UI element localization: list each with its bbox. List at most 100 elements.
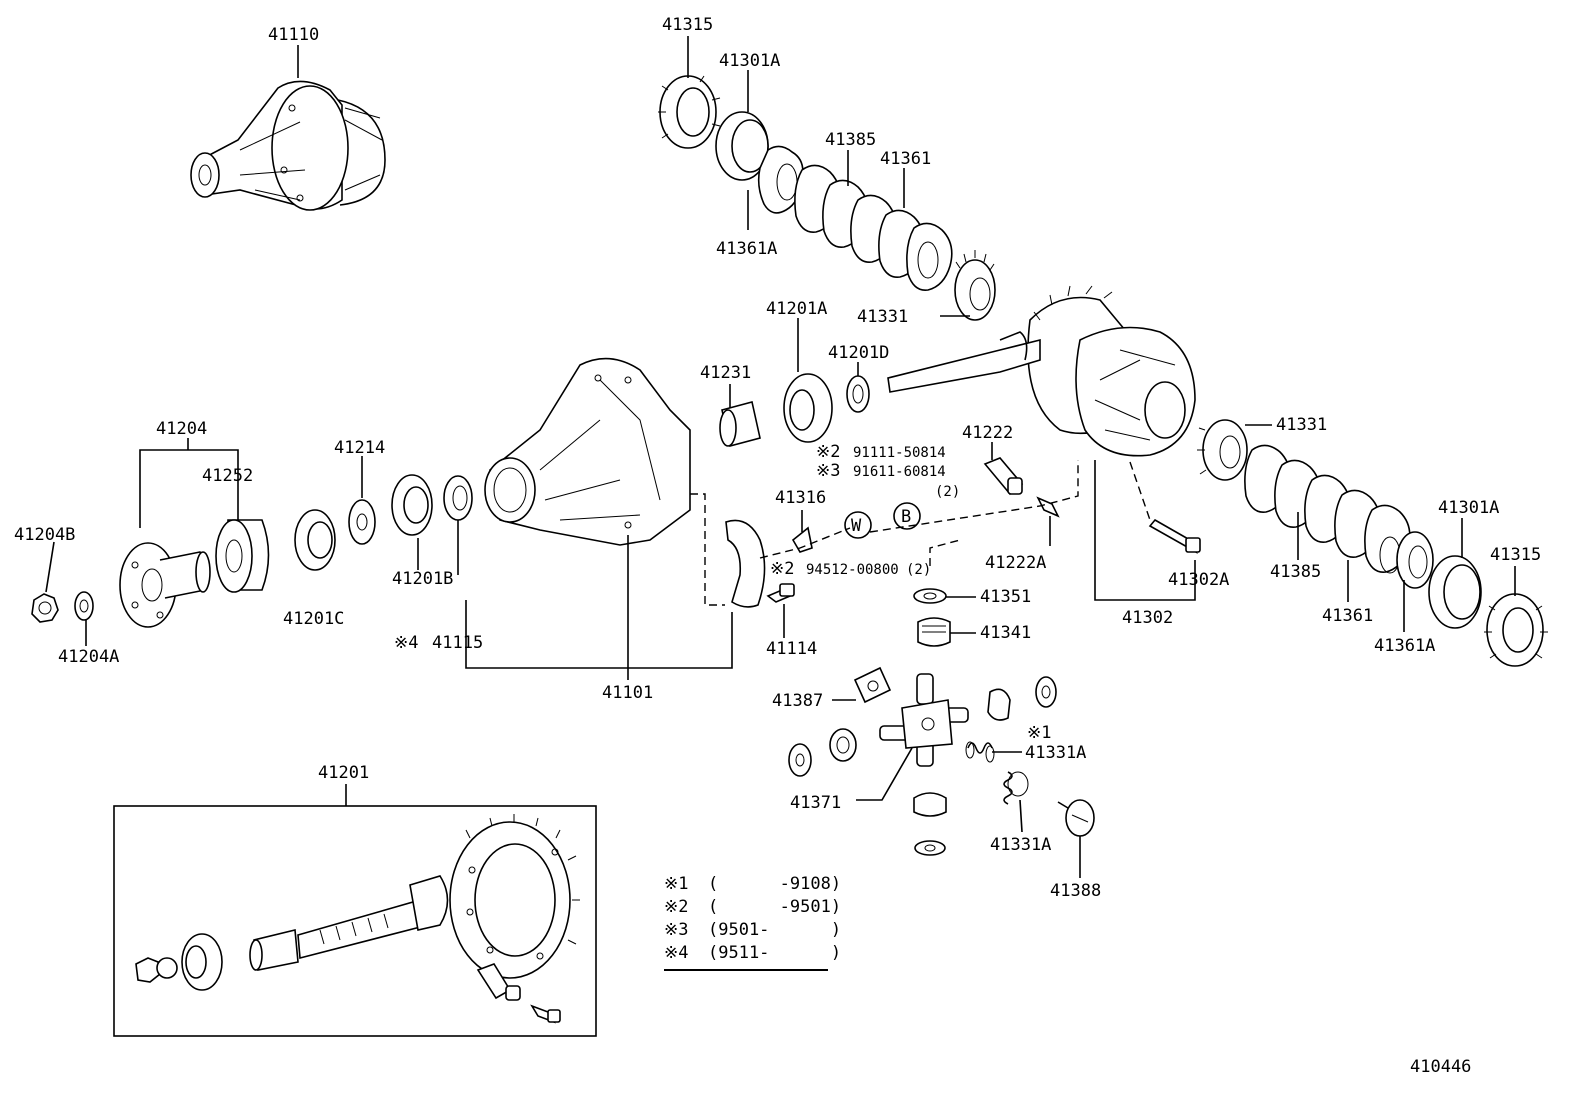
pinion-lower bbox=[913, 792, 947, 817]
label-41331-right: 41331 bbox=[1276, 415, 1327, 435]
mark-w bbox=[844, 511, 872, 539]
washer-lower bbox=[914, 840, 946, 856]
note-4-mark: ※4 bbox=[394, 633, 418, 653]
label-41222A: 41222A bbox=[985, 553, 1046, 573]
label-41204: 41204 bbox=[156, 419, 207, 439]
label-41316: 41316 bbox=[775, 488, 826, 508]
label-41302A: 41302A bbox=[1168, 570, 1229, 590]
mark-b-letter: B bbox=[901, 507, 911, 527]
legend-range-4: (9511- ) bbox=[708, 943, 841, 963]
label-41204A: 41204A bbox=[58, 647, 119, 667]
bolt-41222A bbox=[1036, 496, 1060, 518]
label-41351: 41351 bbox=[980, 587, 1031, 607]
label-41201D: 41201D bbox=[828, 343, 889, 363]
label-41361A-right: 41361A bbox=[1374, 636, 1435, 656]
spider-41371 bbox=[879, 673, 969, 767]
label-41331A-a: 41331A bbox=[1025, 743, 1086, 763]
label-41252: 41252 bbox=[202, 466, 253, 486]
spacer-41214 bbox=[348, 499, 376, 545]
differential-case-41302 bbox=[887, 285, 1196, 457]
label-41331-top: 41331 bbox=[857, 307, 908, 327]
label-41231: 41231 bbox=[700, 363, 751, 383]
seal-41115 bbox=[443, 475, 473, 521]
label-41385-right: 41385 bbox=[1270, 562, 1321, 582]
lock-41316 bbox=[791, 526, 813, 553]
pinion-41341 bbox=[917, 617, 951, 647]
label-41222: 41222 bbox=[962, 423, 1013, 443]
bearing-race-41301A-top bbox=[715, 111, 769, 181]
legend-mark-4: ※4 bbox=[664, 943, 688, 963]
spring-41331A-b bbox=[1003, 771, 1029, 805]
nut-41204B bbox=[31, 593, 59, 623]
seal-41201C bbox=[294, 509, 336, 571]
legend-range-2: ( -9501) bbox=[708, 897, 841, 917]
note-2b-qty: (2) bbox=[906, 562, 931, 578]
bearing-41315-right bbox=[1484, 593, 1548, 667]
note-3a-part: 91611-60814 bbox=[853, 464, 946, 480]
shim-41201D bbox=[846, 375, 870, 413]
washer-41351 bbox=[913, 588, 947, 604]
label-41201: 41201 bbox=[318, 763, 369, 783]
bearing-cap bbox=[725, 519, 766, 608]
label-41361-top: 41361 bbox=[880, 149, 931, 169]
clutch-plates-top bbox=[757, 145, 953, 291]
part-labels: 41110 41315 41301A 41385 41361 41361A 41… bbox=[14, 15, 1541, 1077]
note-1-mark: ※1 bbox=[1027, 723, 1051, 743]
label-41331A-b: 41331A bbox=[990, 835, 1051, 855]
bearing-41315-top bbox=[658, 75, 721, 149]
sensor-41222 bbox=[983, 457, 1024, 496]
legend-mark-2: ※2 bbox=[664, 897, 688, 917]
label-41371: 41371 bbox=[790, 793, 841, 813]
washer-41204A bbox=[74, 591, 94, 621]
legend: ※1 ( -9108) ※2 ( -9501) ※3 (9501- ) ※4 (… bbox=[664, 874, 841, 963]
ring-pinion-set-box-41201 bbox=[113, 805, 597, 1037]
side-gear-41331-right bbox=[1197, 419, 1248, 481]
oil-seal-41231 bbox=[719, 401, 761, 447]
label-41214: 41214 bbox=[334, 438, 385, 458]
label-41385-top: 41385 bbox=[825, 130, 876, 150]
legend-range-1: ( -9108) bbox=[708, 874, 841, 894]
label-41201A: 41201A bbox=[766, 299, 827, 319]
lock-plate-41387 bbox=[853, 666, 892, 704]
diagram-id: 410446 bbox=[1410, 1057, 1471, 1077]
dust-deflector-41252 bbox=[215, 519, 270, 593]
label-41387: 41387 bbox=[772, 691, 823, 711]
bearing-41201B bbox=[391, 474, 433, 536]
clutch-plates-right bbox=[1244, 444, 1434, 589]
note-2b-mark: ※2 bbox=[770, 559, 794, 579]
side-gear-41331-top bbox=[954, 250, 996, 321]
mark-w-letter: W bbox=[851, 516, 862, 536]
note-3a-mark: ※3 bbox=[816, 461, 840, 481]
label-41101: 41101 bbox=[602, 683, 653, 703]
note-2a-part: 91111-50814 bbox=[853, 445, 946, 461]
label-41115: 41115 bbox=[432, 633, 483, 653]
legend-range-3: (9501- ) bbox=[708, 920, 841, 940]
bolt-41114 bbox=[766, 583, 795, 603]
dashed-guides bbox=[690, 460, 1151, 606]
pinion-left bbox=[829, 728, 857, 762]
legend-mark-1: ※1 bbox=[664, 874, 688, 894]
label-41361-right: 41361 bbox=[1322, 606, 1373, 626]
notes: ※2 91111-50814 ※3 91611-60814 (2) ※2 945… bbox=[394, 442, 1051, 743]
label-41315-right: 41315 bbox=[1490, 545, 1541, 565]
label-41388: 41388 bbox=[1050, 881, 1101, 901]
spring-41331A-a bbox=[965, 741, 995, 763]
note-3a-qty: (2) bbox=[935, 484, 960, 500]
leader-lines bbox=[45, 36, 1516, 971]
pinion-right bbox=[987, 688, 1011, 721]
note-2a-mark: ※2 bbox=[816, 442, 840, 462]
label-41204B: 41204B bbox=[14, 525, 75, 545]
label-41110: 41110 bbox=[268, 25, 319, 45]
label-41201B: 41201B bbox=[392, 569, 453, 589]
legend-mark-3: ※3 bbox=[664, 920, 688, 940]
label-41341: 41341 bbox=[980, 623, 1031, 643]
carrier-assembly-41110 bbox=[190, 80, 386, 211]
bolt-41302A bbox=[1148, 518, 1201, 554]
label-41361A-top: 41361A bbox=[716, 239, 777, 259]
label-41302: 41302 bbox=[1122, 608, 1173, 628]
note-2b-part: 94512-00800 bbox=[806, 562, 899, 578]
bearing-41201A bbox=[783, 373, 833, 443]
label-41315-top: 41315 bbox=[662, 15, 713, 35]
plug-41388 bbox=[1057, 799, 1095, 837]
